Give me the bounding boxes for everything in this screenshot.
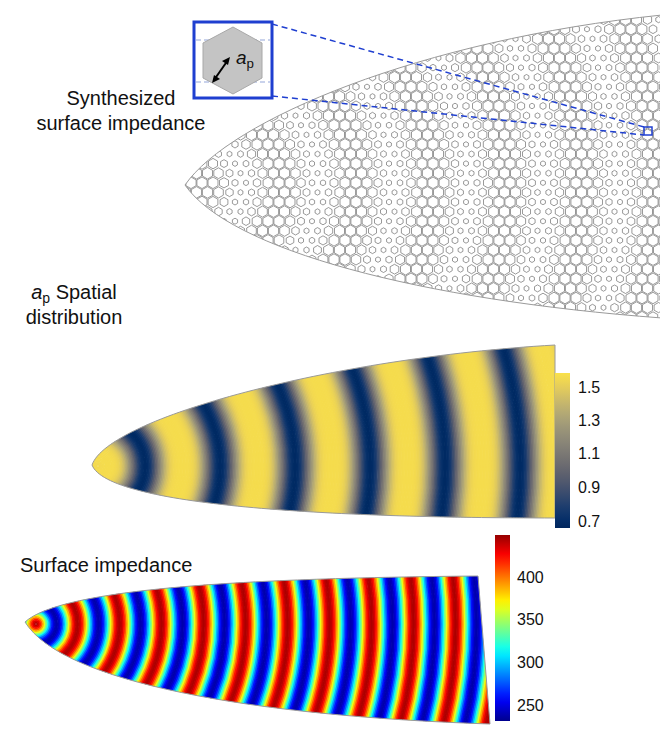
zoom-line bbox=[272, 24, 644, 127]
colorbar bbox=[555, 373, 570, 528]
surface-outline bbox=[185, 15, 660, 318]
arrow-head bbox=[212, 75, 220, 83]
colorbar-tick: 300 bbox=[517, 653, 544, 673]
panel-title: ap Spatial distribution bbox=[12, 280, 136, 330]
colorbar-tick: 1.3 bbox=[578, 411, 600, 431]
hexagon-patches bbox=[175, 4, 660, 332]
zoom-inset bbox=[194, 22, 272, 98]
zoom-line bbox=[272, 96, 644, 135]
panel-title: Synthesized surface impedance bbox=[33, 86, 209, 136]
panel-title: Surface impedance bbox=[20, 553, 192, 578]
colorbar-tick: 0.9 bbox=[578, 478, 600, 498]
colorbar-tick: 400 bbox=[517, 568, 544, 588]
zoom-marker bbox=[644, 127, 652, 135]
impedance-map bbox=[0, 125, 536, 733]
dimension-label: ap bbox=[236, 46, 254, 70]
colorbar-tick: 0.7 bbox=[578, 512, 600, 532]
arrow-head bbox=[222, 57, 230, 65]
colorbar-tick: 1.1 bbox=[578, 444, 600, 464]
surface-outline bbox=[92, 345, 555, 518]
ap-distribution-map bbox=[0, 0, 598, 733]
hexagon-patch bbox=[203, 27, 262, 94]
colorbar-tick: 350 bbox=[517, 610, 544, 630]
colorbar-tick: 1.5 bbox=[578, 378, 600, 398]
colorbar bbox=[495, 535, 510, 721]
surface-outline bbox=[25, 576, 490, 724]
colorbar-tick: 250 bbox=[517, 696, 544, 716]
